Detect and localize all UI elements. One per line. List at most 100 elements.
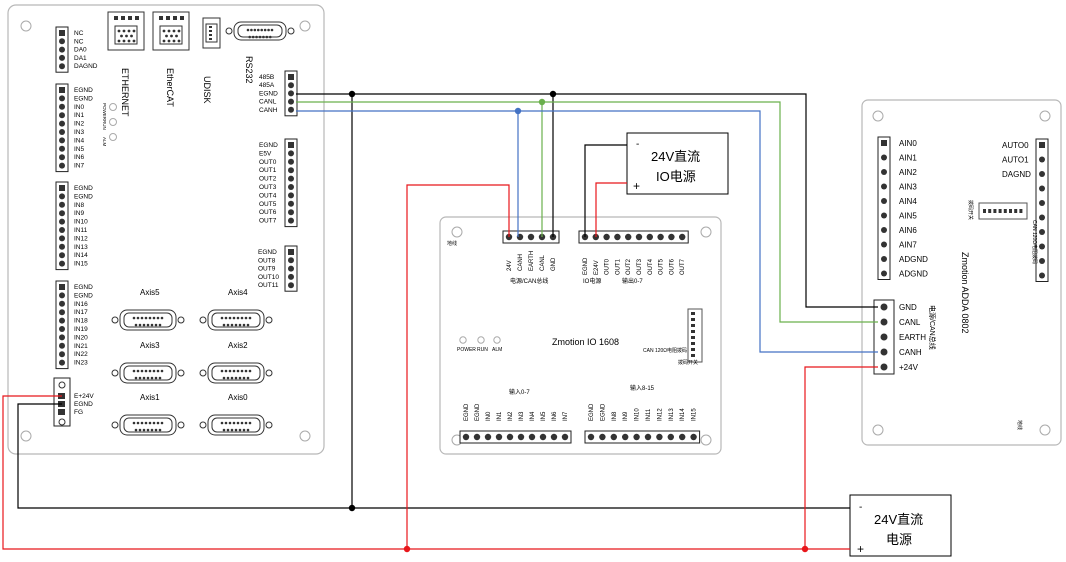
input-terminal-1-pin: [59, 145, 65, 152]
bus-pin-label: 485A: [259, 82, 275, 89]
axis-connector-pin: [140, 421, 144, 425]
io1608-input-terminal-1-pin: [495, 433, 503, 441]
output-terminal-1-pin: [288, 184, 294, 190]
input-pin-label: EGND: [74, 193, 93, 200]
input-terminal-3-pin: [59, 309, 65, 316]
status-led: [109, 133, 117, 141]
output-terminal-2-pin: [288, 282, 294, 289]
bus-pin-label: EGND: [259, 90, 278, 97]
status-led: [109, 118, 117, 126]
adda-dip-lever: [1019, 209, 1023, 213]
adda-aout-pin-label: AUTO1: [1002, 156, 1029, 165]
junction-dot: [348, 90, 356, 98]
input-pin-label: IN23: [74, 360, 88, 367]
io1608-input-terminal-1-pin: [550, 433, 558, 441]
io1608-io-pin-label: E24V: [594, 260, 600, 275]
axis-connector-pin: [152, 421, 156, 425]
power-terminal-screw: [58, 381, 66, 389]
input-terminal-2-pin: [59, 218, 65, 225]
output-pin-label: OUT6: [259, 209, 277, 216]
adda-power-caption: 电源/CAN总线: [928, 305, 937, 350]
io1608-dip-lever: [691, 342, 695, 345]
main-psu-line2: 电源: [886, 532, 912, 547]
da-terminal-pin: [59, 38, 65, 45]
input-pin-label: IN10: [74, 219, 88, 226]
led-label: ALM: [102, 137, 107, 147]
axis-connector-pin: [146, 323, 150, 327]
io1608-name: Zmotion IO 1608: [552, 337, 619, 347]
adda-power-pin: [880, 348, 888, 356]
ethernet-port-pin: [132, 39, 136, 43]
adda-ain-terminal-pin: [881, 154, 887, 161]
ethercat-port-pin: [170, 34, 173, 38]
axis-connector-pin: [132, 369, 136, 373]
axis-connector-pin: [152, 316, 156, 320]
ethernet-port-pin: [130, 34, 133, 38]
adda-dip-lever: [1003, 209, 1007, 213]
io1608-in-pin-label: IN13: [669, 408, 675, 421]
axis-connector-pin: [224, 316, 228, 320]
io1608-io-pin-label: OUT4: [648, 258, 654, 275]
axis-connector-pin: [150, 323, 154, 327]
adda-ain-pin-label: ADGND: [899, 270, 928, 279]
rs232-port-pin: [250, 28, 253, 32]
output-pin-label: OUT1: [259, 167, 277, 174]
io1608-in-pin-label: IN11: [646, 408, 652, 421]
axis-connector-pin: [230, 428, 234, 432]
axis-connector-pin: [238, 323, 242, 327]
io1608-power-pin-label: EARTH: [529, 251, 535, 271]
main-psu-line1: 24V直流: [874, 512, 923, 527]
io1608-io-pin-label: OUT2: [626, 258, 632, 275]
da-terminal-pin: [59, 54, 65, 61]
axis-connector-pin: [230, 376, 234, 380]
input-terminal-3-pin: [59, 342, 65, 349]
io1608-in-caption-1: 输入0-7: [509, 388, 530, 396]
axis-connector-pin: [154, 376, 158, 380]
rs232-port-pin: [267, 28, 270, 32]
output-terminal-1-pin: [288, 217, 294, 224]
adda-ain-pin-label: AIN3: [899, 183, 917, 192]
adda-dip-caption: CAN 120Ω电阻拨码: [1031, 220, 1038, 264]
axis-connector-screw: [265, 421, 273, 429]
axis-connector-pin: [132, 316, 136, 320]
axis-label: Axis5: [140, 288, 160, 297]
axis-connector-pin: [222, 428, 226, 432]
axis-connector-pin: [160, 316, 164, 320]
adda-ain-terminal-pin: [881, 256, 887, 262]
io1608-in-caption-2: 输入8-15: [630, 384, 655, 392]
io1608-io-terminal-pin: [614, 233, 621, 241]
axis-connector-pin: [150, 428, 154, 432]
input-pin-label: EGND: [74, 292, 93, 299]
adda-ain-terminal-pin: [881, 198, 887, 204]
axis-connector-pin: [240, 316, 244, 320]
output-pin-label: EGND: [258, 249, 277, 256]
ethernet-port-pin: [120, 34, 123, 38]
io1608-power-terminal-pin: [527, 233, 535, 241]
axis-connector-pin: [242, 376, 246, 380]
adda-dip-lever: [983, 209, 986, 213]
adda-ain-pin-label: AIN1: [899, 154, 917, 163]
axis-connector-pin: [222, 376, 226, 380]
io1608-led-label: POWER: [457, 347, 476, 353]
axis-connector: [207, 414, 265, 436]
adda-dip-note: 拨码开关: [967, 200, 974, 220]
axis-connector-pin: [246, 376, 250, 380]
io1608-input-terminal-2-pin: [587, 433, 595, 441]
mounting-hole: [1039, 110, 1051, 122]
ethercat-port-pin: [165, 34, 168, 38]
io1608-input-terminal-1-pin: [528, 433, 536, 441]
io-power-supply: [626, 132, 729, 195]
output-terminal-1-pin: [288, 209, 294, 216]
input-pin-label: IN5: [74, 146, 85, 153]
adda-panel: [861, 99, 1062, 446]
output-pin-label: OUT5: [259, 201, 277, 208]
adda-ain-pin-label: ADGND: [899, 255, 928, 264]
input-pin-label: IN3: [74, 129, 85, 136]
input-terminal-2-pin: [59, 252, 65, 259]
axis-connector-pin: [240, 369, 244, 373]
axis-connector-pin: [136, 316, 140, 320]
axis-connector-pin: [140, 369, 144, 373]
input-pin-label: IN7: [74, 163, 85, 170]
axis-connector-pin: [142, 428, 146, 432]
